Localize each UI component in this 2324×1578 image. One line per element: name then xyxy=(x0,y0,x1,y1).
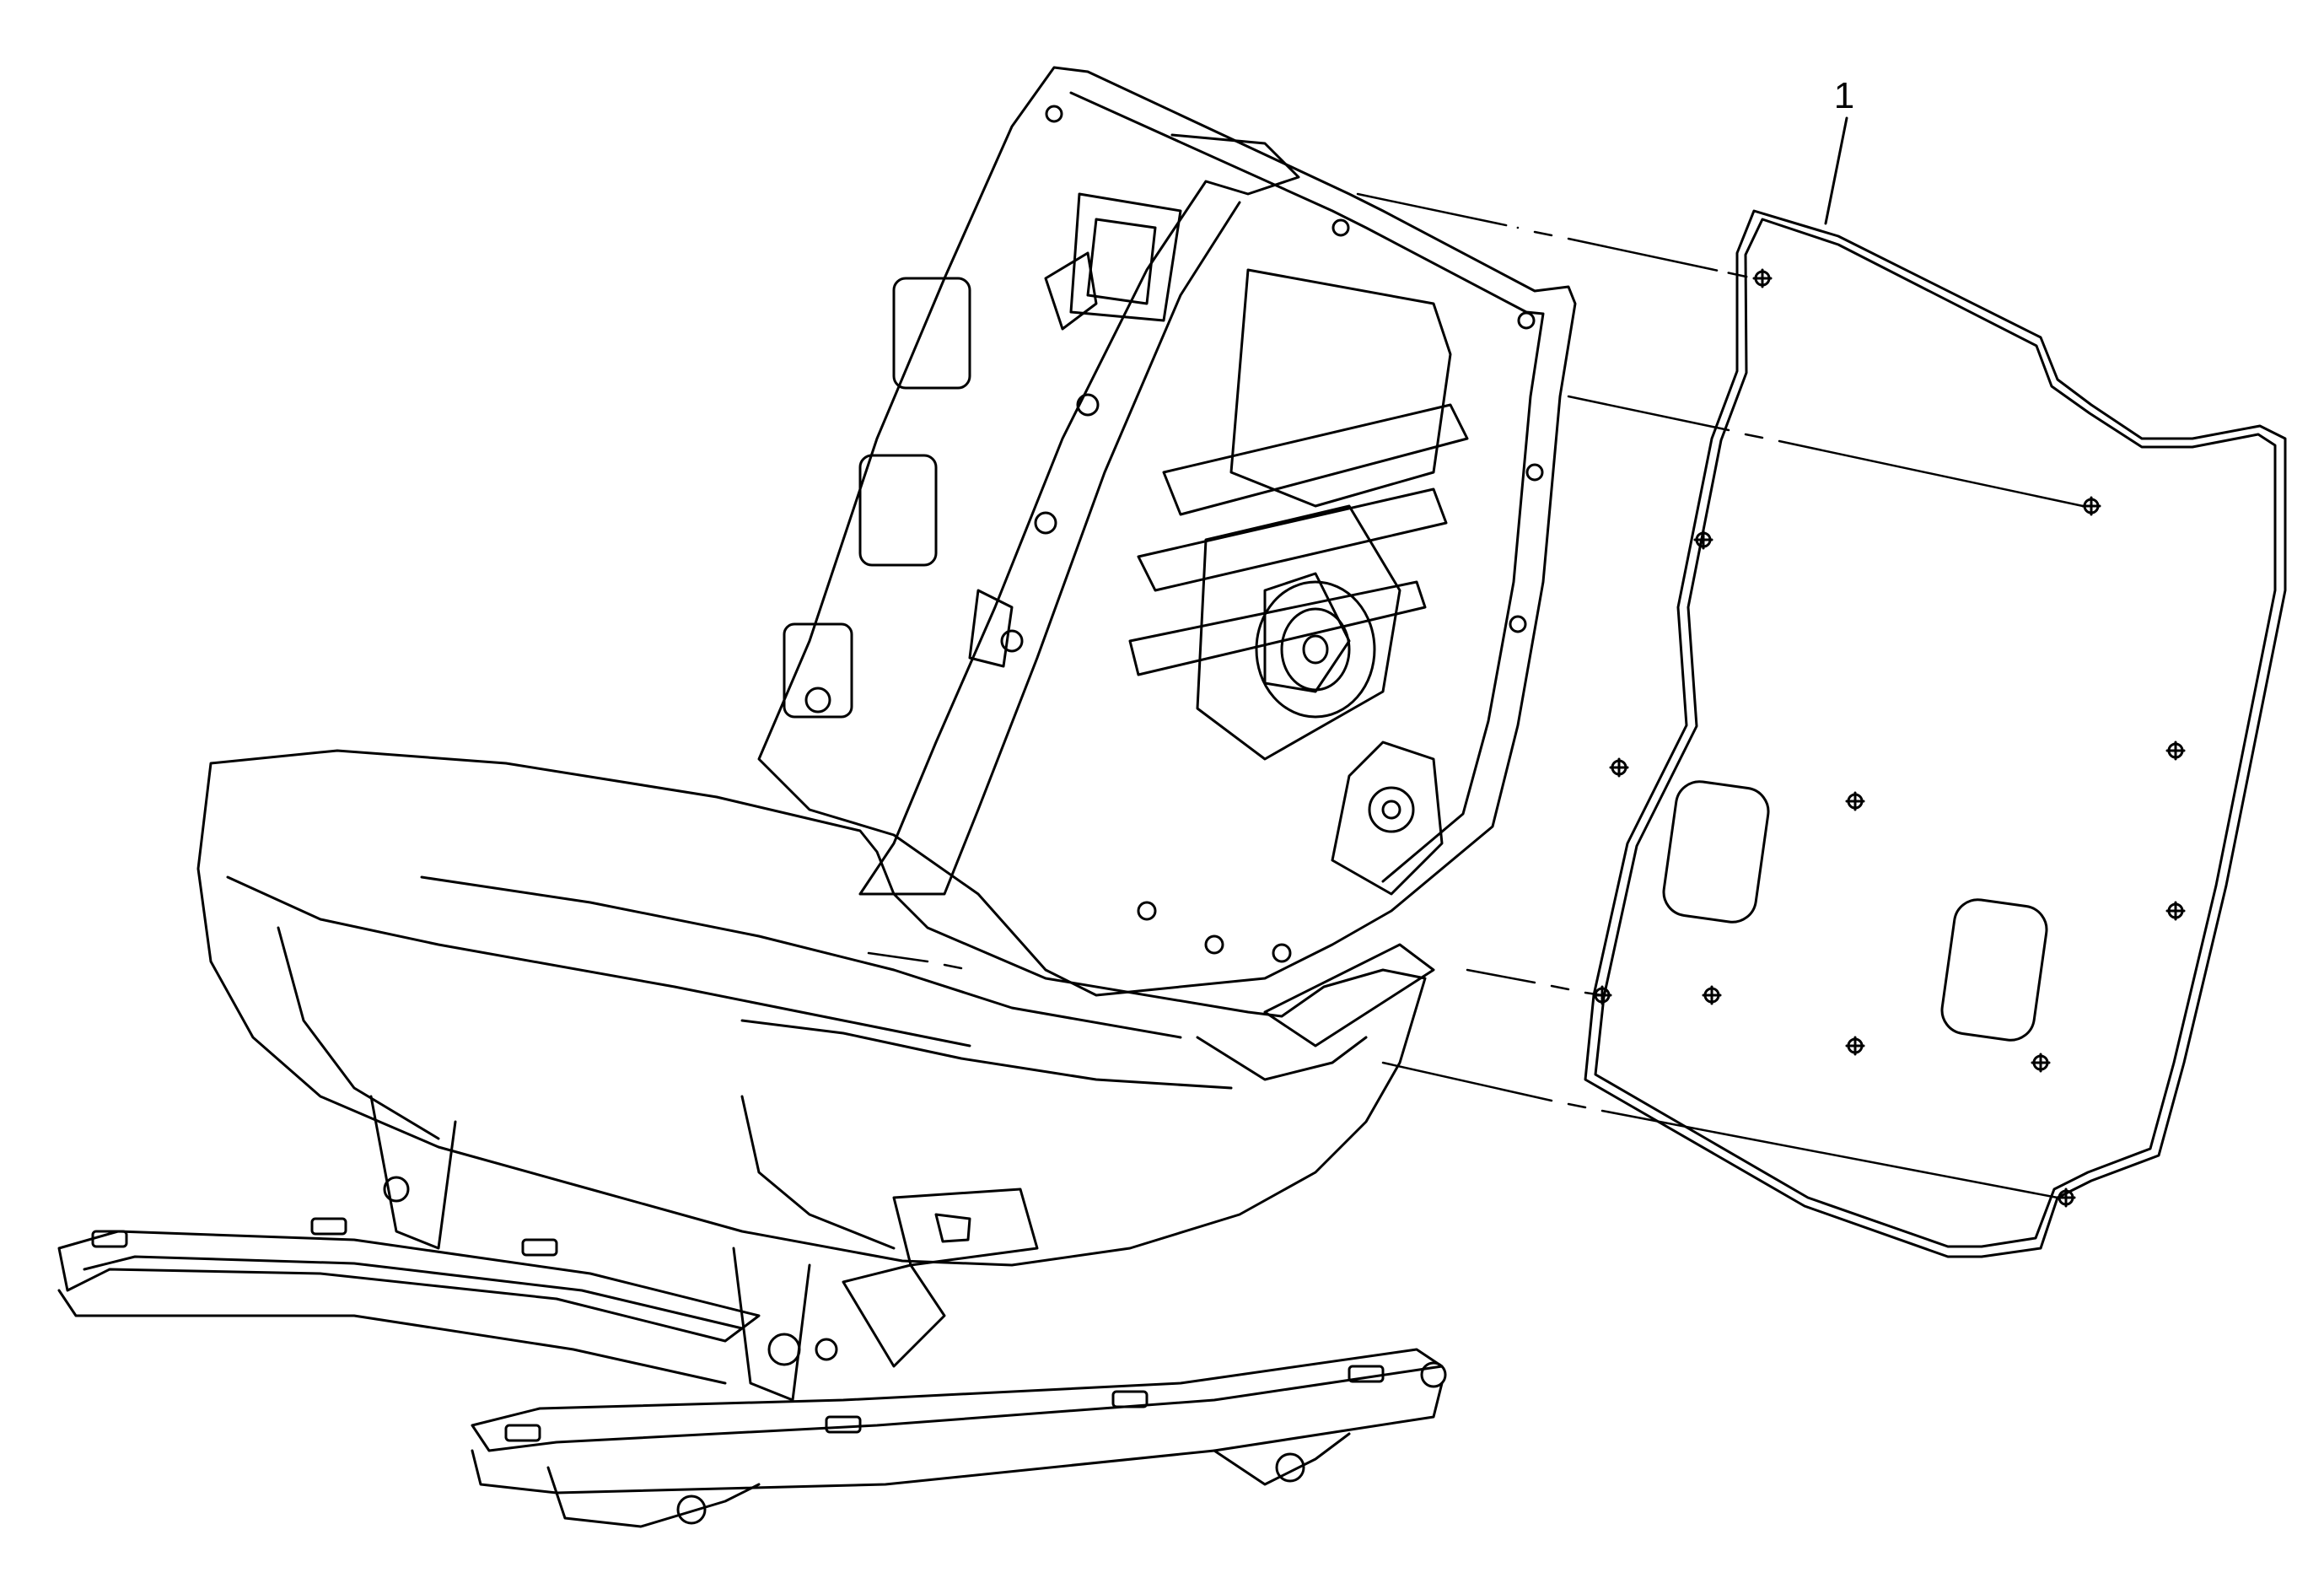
callout-1-label: 1 xyxy=(1834,75,1854,116)
callout-1-leader xyxy=(1824,116,1848,225)
seat-adjuster-tracks xyxy=(57,1095,1447,1528)
panel-push-pin-retainers xyxy=(1592,268,2186,1208)
alignment-lines xyxy=(867,192,2085,1199)
seat-belt-webbing xyxy=(858,133,1300,896)
seat-back-frame xyxy=(757,66,1577,997)
seat-back-panel xyxy=(1584,209,2287,1258)
seat-cushion xyxy=(196,749,1435,1267)
